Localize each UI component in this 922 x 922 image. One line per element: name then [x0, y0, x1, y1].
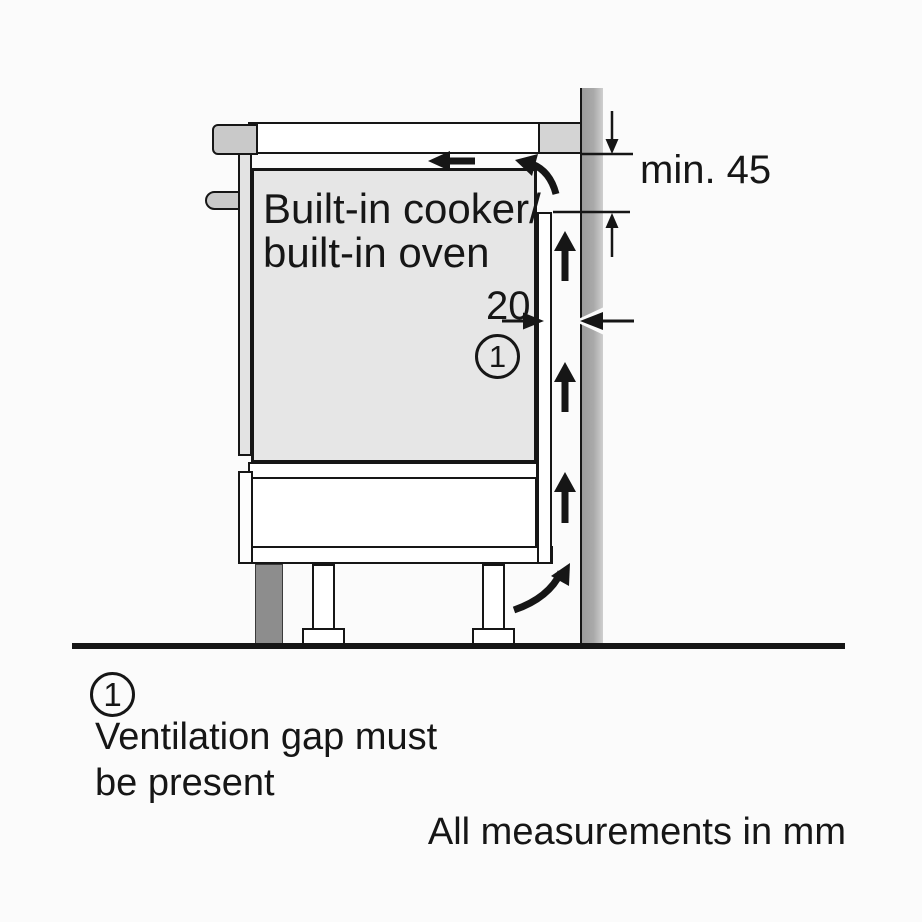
vent-gap-marker-number: 1 — [488, 338, 507, 374]
airflow-arrow-up-3-icon — [554, 472, 576, 523]
footnote-line1: Ventilation gap must — [95, 716, 438, 758]
airflow-and-dimension-graphics — [428, 111, 634, 614]
front-foot — [312, 564, 335, 630]
dimension-gap20-graphics — [502, 307, 634, 335]
drawer-front-panel — [238, 471, 253, 564]
plinth-band — [251, 546, 553, 564]
drawer-compartment — [251, 477, 537, 548]
dimension-label-min45: min. 45 — [640, 148, 772, 192]
airflow-arrow-left-icon — [428, 151, 475, 171]
worktop — [248, 122, 581, 154]
appliance-label: Built-in cooker/ built-in oven — [263, 187, 541, 275]
footnote-line2: be present — [95, 762, 275, 804]
airflow-arrow-up-1-icon — [554, 231, 576, 281]
appliance-body — [251, 168, 537, 463]
airflow-curved-arrow-bottom-icon — [512, 563, 570, 614]
footnote-marker-badge: 1 — [90, 672, 135, 717]
rear-panel — [537, 212, 552, 564]
wall — [580, 88, 603, 645]
rear-foot — [482, 564, 505, 630]
airflow-arrow-up-2-icon — [554, 362, 576, 412]
hob-edge-trim — [212, 124, 258, 155]
appliance-label-line2: built-in oven — [263, 229, 490, 276]
dimension-min45-graphics — [553, 111, 633, 257]
appliance-label-line1: Built-in cooker/ — [263, 185, 541, 232]
dimension-label-20: 20 — [486, 284, 531, 328]
measurement-unit-note: All measurements in mm — [427, 811, 846, 853]
airflow-curved-arrow-top-icon — [515, 154, 560, 195]
footnote-text: Ventilation gap must be present — [95, 714, 437, 806]
worktop-end-section — [538, 124, 580, 152]
oven-door-handle — [205, 191, 240, 210]
vent-gap-marker-badge: 1 — [475, 334, 520, 379]
footnote-marker-number: 1 — [103, 675, 122, 713]
floor-line — [72, 643, 845, 649]
